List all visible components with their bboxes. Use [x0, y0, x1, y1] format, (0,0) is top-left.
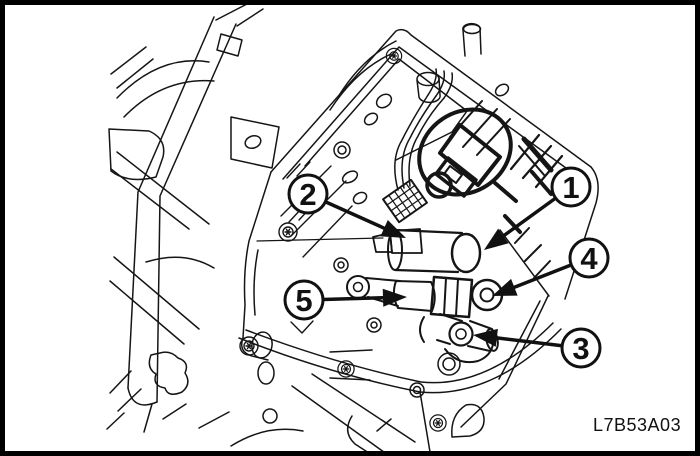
engine-block-linework — [106, 3, 304, 447]
transaxle-case-linework — [238, 22, 599, 456]
callout-5-arrowhead-icon — [382, 288, 407, 307]
callout-5-number: 5 — [295, 283, 312, 318]
callout-1-leader — [498, 196, 558, 241]
connector-harness-linework — [382, 68, 454, 224]
figure-code: L7B53A03 — [593, 415, 681, 435]
callout-5-leader — [321, 295, 389, 302]
callout-1-number: 1 — [562, 170, 579, 205]
callout-1: 1 — [484, 166, 592, 250]
callout-layer: 1 2 3 4 5 — [283, 166, 610, 369]
callout-1-arrowhead-icon — [484, 228, 509, 250]
callout-3-arrowhead-icon — [473, 328, 498, 347]
callout-4: 4 — [492, 237, 610, 296]
callout-5: 5 — [283, 279, 407, 321]
callout-2-arrowhead-icon — [380, 219, 406, 238]
callout-1-circle — [550, 166, 592, 208]
callout-3-number: 3 — [572, 331, 589, 366]
callout-3-leader — [491, 335, 564, 348]
callout-4-arrowhead-icon — [492, 278, 518, 296]
callout-3-circle — [560, 327, 602, 369]
callout-5-circle — [283, 279, 325, 321]
callout-2-leader — [323, 200, 390, 232]
callout-2-circle — [287, 173, 329, 215]
callout-4-leader — [508, 263, 574, 291]
callout-4-circle — [568, 237, 610, 279]
callout-3: 3 — [473, 327, 602, 369]
callout-2: 2 — [287, 173, 406, 238]
callout-4-number: 4 — [580, 241, 598, 276]
callout-2-number: 2 — [299, 177, 316, 212]
solenoid-assembly-linework — [346, 107, 554, 364]
